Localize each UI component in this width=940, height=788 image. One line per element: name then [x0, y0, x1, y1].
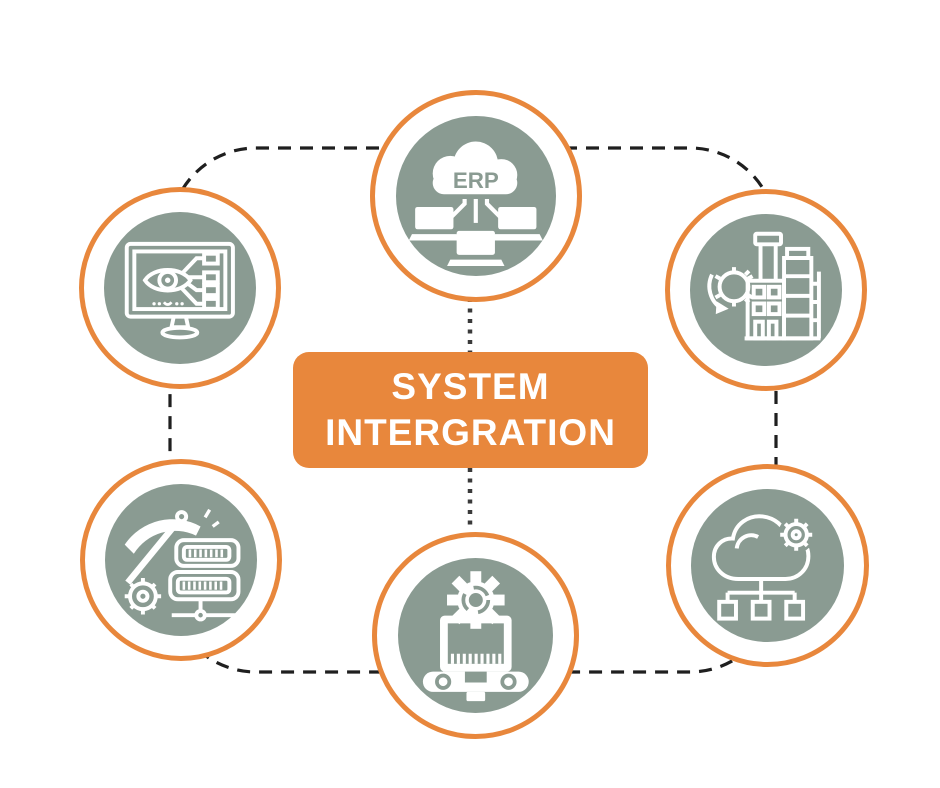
cloud-inner-arc: [735, 533, 760, 550]
node-erp-circle: ERP: [396, 116, 556, 276]
pickaxe-head: [124, 519, 201, 554]
silo: [782, 247, 814, 341]
node-factory: [665, 189, 867, 391]
chimney: [753, 231, 784, 281]
arrow-head: [715, 301, 729, 315]
spark-lines: [203, 509, 220, 528]
node-data-mining: [80, 459, 282, 661]
base-wheel-left: [434, 673, 451, 690]
cloud-outline: [712, 514, 811, 582]
server-stack: [168, 538, 241, 602]
title-line-2: INTERGRATION: [325, 412, 616, 453]
node-factory-circle: [690, 214, 842, 366]
branch-lines: [450, 199, 502, 224]
laptop-center: [447, 231, 505, 267]
network-branch: [171, 599, 236, 622]
network-tree: [717, 579, 806, 621]
circuit-pads: [202, 251, 220, 311]
monitor-frame: [124, 242, 236, 319]
node-cloud-network: [666, 464, 869, 667]
title-box: SYSTEM INTERGRATION: [293, 352, 648, 468]
pickaxe-handle: [125, 521, 179, 585]
gear-icon: [780, 518, 813, 552]
circuit-traces: [180, 256, 205, 306]
title-line-1: SYSTEM: [391, 366, 550, 408]
node-laptop-circle: [397, 557, 554, 714]
laptop-left: [408, 207, 461, 241]
building-front: [745, 278, 787, 341]
monitor-base: [160, 325, 200, 340]
laptop-right: [491, 207, 544, 241]
laptop-gear-icon: [422, 570, 529, 701]
base-notch: [464, 671, 487, 683]
node-vision-circle: [104, 212, 256, 364]
gear-hub: [468, 592, 483, 607]
base-wheel-right: [500, 673, 517, 690]
node-software-setup: [372, 532, 579, 739]
node-vision-monitor: [79, 187, 281, 389]
side-rail: [811, 271, 822, 339]
cloud-shape: [432, 141, 518, 195]
lash-dots: [152, 277, 184, 306]
eye-iris: [157, 270, 179, 291]
monitor-eye-circuit-icon: [124, 242, 236, 340]
node-cloud-circle: [691, 489, 844, 642]
node-mining-circle: [105, 484, 257, 636]
node-erp: ERP: [370, 90, 582, 302]
eye-outline: [142, 268, 193, 293]
monitor-screen: [132, 249, 228, 312]
gear-icon: [124, 578, 162, 615]
ruler-ticks: [450, 653, 502, 664]
lash-curve: [163, 301, 173, 307]
pickaxe-servers-gear-icon: [124, 509, 241, 622]
factory-gear-icon: [707, 231, 822, 341]
erp-label: ERP: [453, 168, 499, 193]
erp-cloud-laptops-icon: ERP: [408, 141, 544, 267]
cloud-gear-network-icon: [712, 514, 815, 621]
